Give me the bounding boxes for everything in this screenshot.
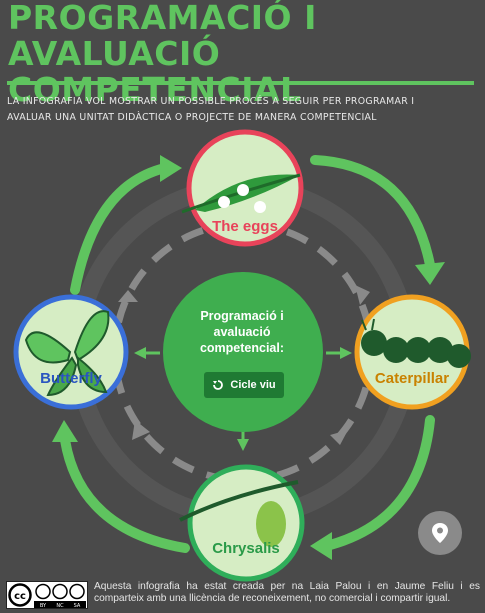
stage-caterpillar <box>354 294 471 410</box>
stage-eggs <box>181 129 304 247</box>
title-line-1: PROGRAMACIÓ I <box>8 0 317 37</box>
location-button[interactable] <box>418 511 462 555</box>
egg-icon <box>218 196 230 208</box>
page-title: PROGRAMACIÓ I AVALUACIÓ COMPETENCIAL <box>8 0 478 108</box>
butterfly-label: Butterfly <box>40 370 102 387</box>
chrysalis-label: Chrysalis <box>212 540 280 557</box>
stage-butterfly <box>13 294 129 410</box>
cycle-button[interactable]: Cicle viu <box>204 372 284 398</box>
subtitle: LA INFOGRAFIA VOL MOSTRAR UN POSSIBLE PR… <box>7 94 467 126</box>
egg-icon <box>237 184 249 196</box>
egg-icon <box>254 201 266 213</box>
center-line-1: Programació i <box>200 309 284 323</box>
dashed-arrowheads <box>118 285 370 445</box>
badge-by: BY <box>40 603 47 608</box>
subtitle-line-1: LA INFOGRAFIA VOL MOSTRAR UN POSSIBLE PR… <box>7 96 415 107</box>
eggs-label: The eggs <box>212 218 278 235</box>
license-text: Aquesta infografia ha estat creada per n… <box>94 581 480 604</box>
cycle-button-label: Cicle viu <box>230 379 276 391</box>
cycle-icon <box>213 380 224 390</box>
creative-commons-icon: cc BY NC SA <box>8 583 86 609</box>
creative-commons-badge[interactable]: cc BY NC SA <box>6 581 88 609</box>
badge-sa: SA <box>74 603 81 608</box>
center-line-3: competencial: <box>199 341 285 355</box>
title-divider <box>7 81 474 85</box>
center-line-2: avaluació <box>213 325 271 339</box>
location-pin-icon <box>432 523 448 543</box>
outer-green-arrows <box>60 155 435 553</box>
stage-chrysalis <box>179 464 305 582</box>
svg-text:cc: cc <box>14 591 26 602</box>
caterpillar-label: Caterpillar <box>374 370 450 387</box>
badge-nc: NC <box>56 603 64 608</box>
title-line-2: AVALUACIÓ COMPETENCIAL <box>8 34 302 109</box>
outer-arrowheads <box>52 155 445 560</box>
center-title: Programació i avaluació competencial: <box>180 308 304 356</box>
subtitle-line-2: AVALUAR UNA UNITAT DIDÀCTICA O PROJECTE … <box>7 112 377 123</box>
